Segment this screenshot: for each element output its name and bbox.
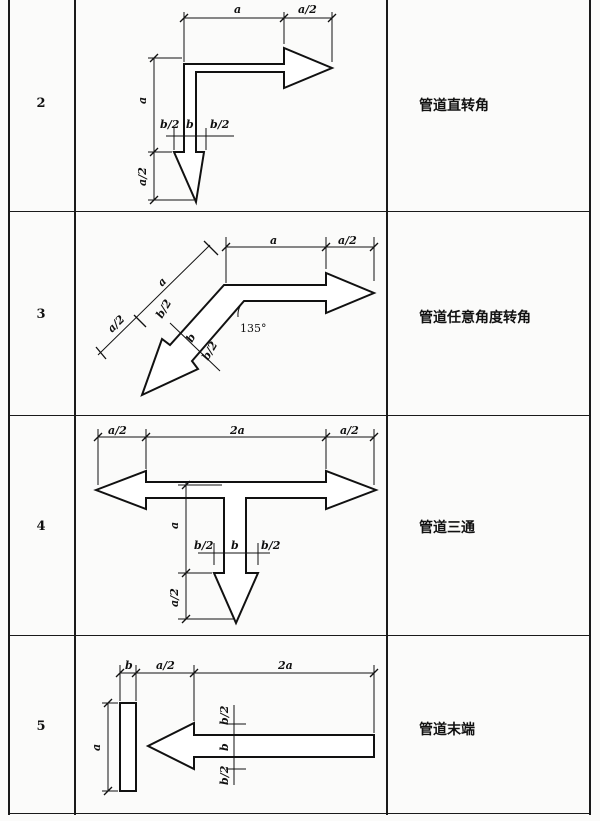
angle-label: 135°: [240, 322, 267, 335]
table-row: 5 b a/2 2a a b/2: [8, 635, 591, 813]
tee-symbol: a/2 2a a/2 a a/2 b/2 b b/2: [74, 415, 386, 635]
direct-elbow-symbol: a a/2 a a/2 b/2 b b/2: [74, 0, 386, 211]
row-number: 2: [36, 96, 46, 111]
pipe-end-symbol: b a/2 2a a b/2 b b/2: [74, 635, 386, 813]
dim-label-a-half: a/2: [156, 659, 175, 672]
table-row: 3 135° a a/2 a a/2 b/2 b b/2 管道任意角度转角: [8, 211, 591, 415]
dim-label-b-half: b/2: [218, 765, 231, 785]
table-left-border: [8, 0, 10, 815]
row-divider: [8, 211, 591, 212]
dim-label-b-half: b/2: [261, 539, 281, 552]
dim-label-b: b: [125, 659, 133, 672]
dim-label-a-half: a/2: [168, 588, 181, 607]
dim-label-a-half: a/2: [340, 424, 359, 437]
angle-elbow-symbol: 135° a a/2 a a/2 b/2 b b/2: [74, 211, 386, 415]
table-divider-2: [386, 0, 388, 815]
table-bottom-border: [8, 813, 591, 814]
dim-label-b-half: b/2: [160, 118, 180, 131]
symbol-name: 管道末端: [419, 722, 475, 738]
dim-label-a: a: [168, 522, 181, 529]
dim-label-a: a: [136, 97, 149, 104]
row-divider: [8, 635, 591, 636]
dim-label-2a: 2a: [277, 659, 293, 672]
dim-label-b: b: [218, 743, 231, 751]
dim-label-a-half: a/2: [338, 234, 357, 247]
table-row: 4 a/2 2a a/2 a a/2: [8, 415, 591, 635]
dim-label-a-half: a/2: [298, 3, 317, 16]
dim-label-b: b: [186, 118, 194, 131]
dim-label-b-half: b/2: [218, 705, 231, 725]
pipe-symbol-table: 2 a a/2 a a/2 b/2 b: [8, 0, 591, 815]
dim-label-a-half: a/2: [136, 167, 149, 186]
dim-label-a: a: [270, 234, 277, 247]
table-right-border: [589, 0, 591, 815]
dim-label-a-half: a/2: [108, 424, 127, 437]
dim-label-b-half: b/2: [194, 539, 214, 552]
dim-label-b: b: [231, 539, 239, 552]
row-number: 3: [36, 307, 46, 322]
dim-label-a: a: [234, 3, 241, 16]
dim-label-2a: 2a: [229, 424, 245, 437]
table-row: 2 a a/2 a a/2 b/2 b: [8, 0, 591, 211]
table-divider-1: [74, 0, 76, 815]
symbol-name: 管道直转角: [419, 98, 489, 114]
dim-label-b-half: b/2: [210, 118, 230, 131]
dim-label-b-half: b/2: [153, 297, 174, 321]
row-divider: [8, 415, 591, 416]
row-number: 4: [36, 519, 46, 534]
symbol-name: 管道任意角度转角: [419, 310, 531, 326]
dim-label-a-half: a/2: [105, 312, 128, 335]
dim-label-a: a: [90, 744, 103, 751]
row-number: 5: [36, 719, 46, 734]
symbol-name: 管道三通: [419, 520, 475, 536]
